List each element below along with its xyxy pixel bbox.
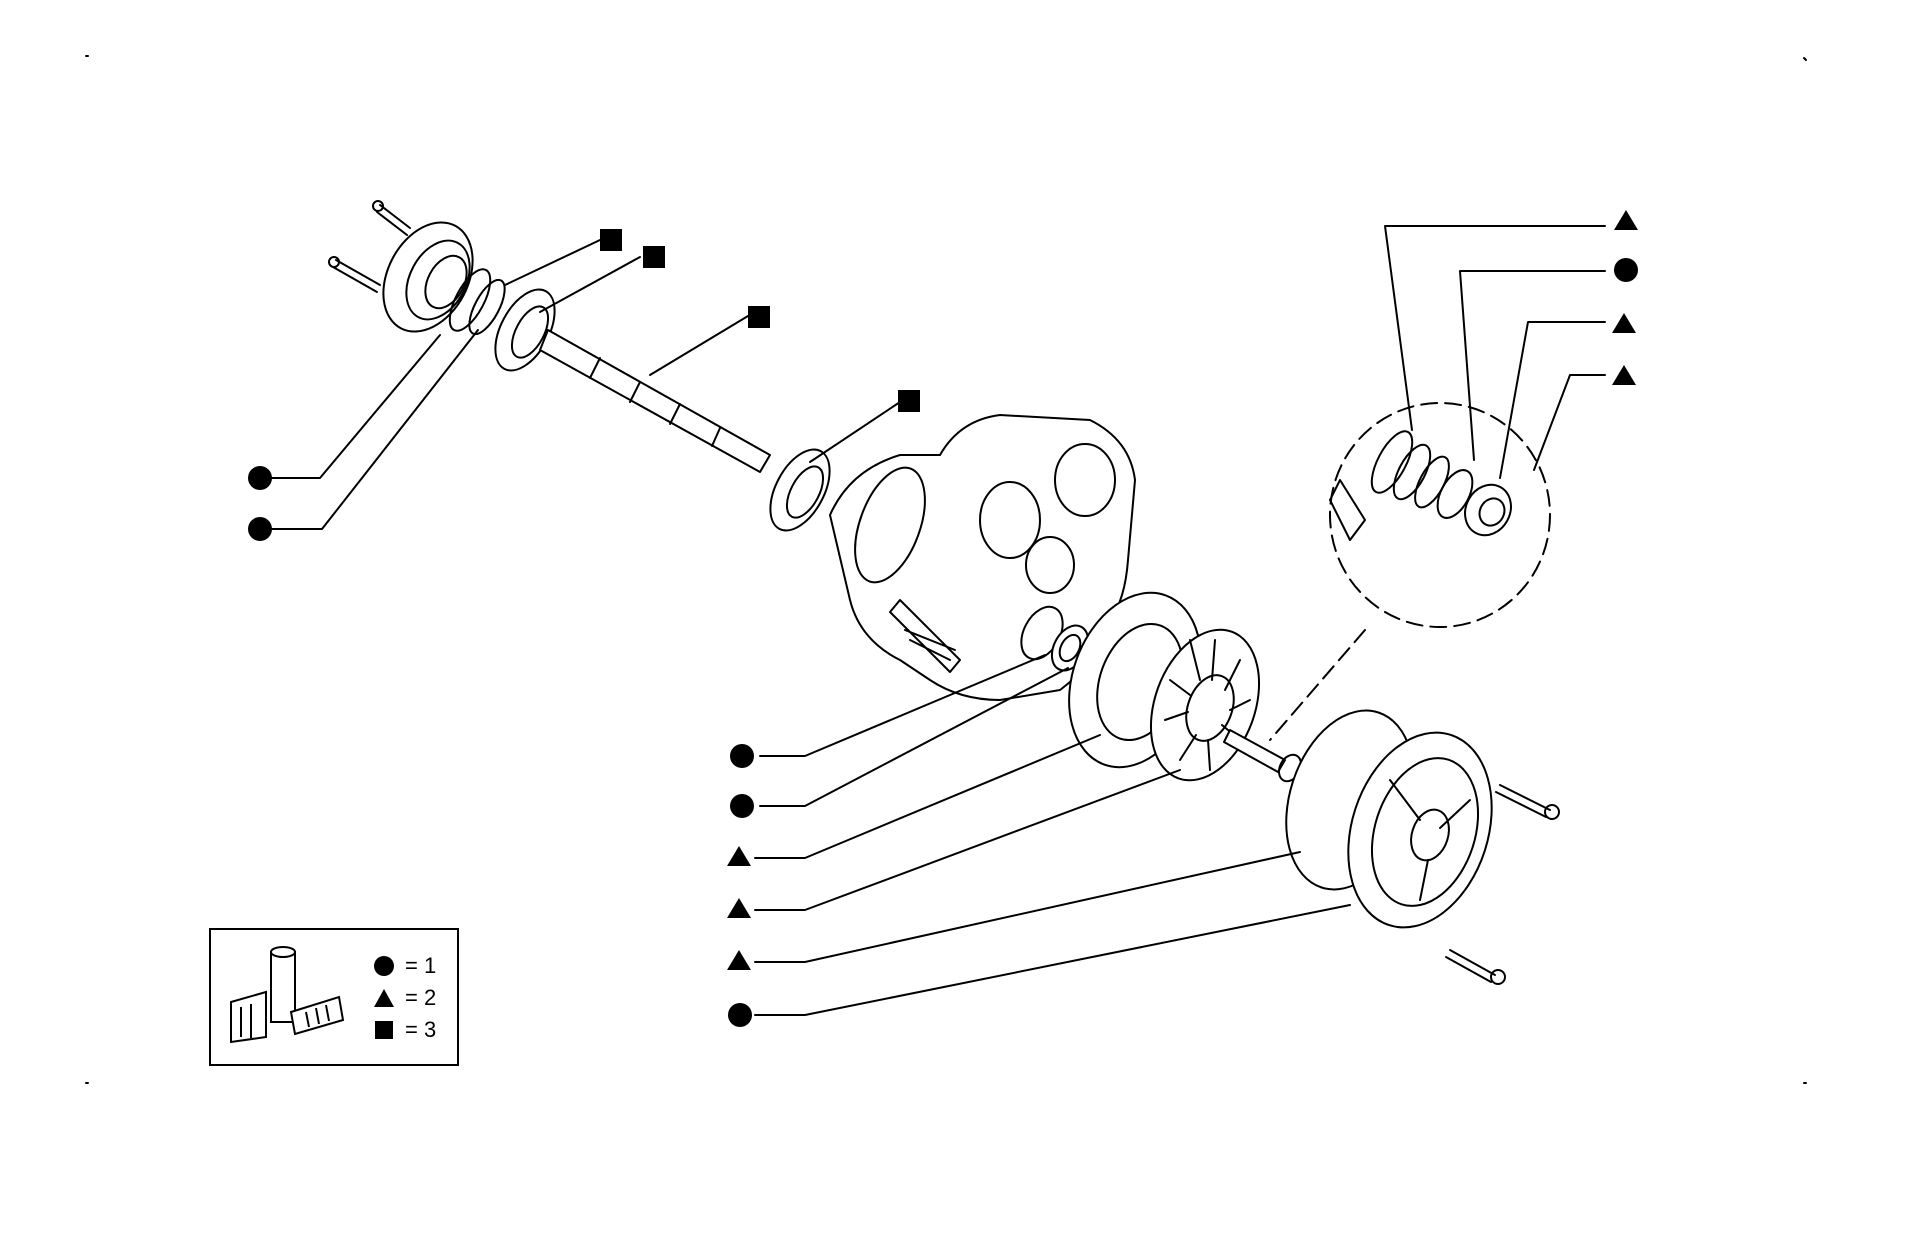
callout-square-2 — [643, 246, 665, 268]
front-bearing-part — [494, 288, 556, 372]
callout-triangle-1 — [727, 846, 751, 866]
callout-circle-1 — [248, 466, 272, 490]
callout-circle-6 — [1614, 258, 1638, 282]
rear-bearing-part — [769, 448, 831, 532]
crop-marks — [85, 55, 1807, 1084]
callout-circle-2 — [248, 517, 272, 541]
seal-rings — [448, 268, 506, 336]
callout-triangle-5 — [1612, 313, 1636, 333]
detail-magnifier — [1269, 402, 1551, 741]
impeller-part — [1149, 628, 1303, 783]
callout-square-3 — [748, 306, 770, 328]
legend-label: = 1 — [405, 953, 437, 978]
legend-item-square: = 3 — [373, 1017, 437, 1042]
callout-square-4 — [898, 390, 920, 412]
callout-circle-3 — [730, 744, 754, 768]
triangle-icon — [373, 987, 395, 1009]
leader-lines — [269, 225, 1606, 1016]
callout-triangle-4 — [1614, 210, 1638, 230]
callout-triangle-6 — [1612, 365, 1636, 385]
callout-triangle-2 — [727, 898, 751, 918]
callout-circle-4 — [730, 794, 754, 818]
callout-triangle-3 — [727, 950, 751, 970]
end-cover-part — [1285, 709, 1560, 985]
callout-circle-5 — [728, 1003, 752, 1027]
legend-item-circle: = 1 — [373, 953, 437, 978]
front-flange — [328, 200, 474, 333]
drive-shaft-part — [539, 329, 771, 473]
callout-square-1 — [600, 229, 622, 251]
legend-label: = 2 — [405, 985, 437, 1010]
legend-label: = 3 — [405, 1017, 437, 1042]
square-icon — [373, 1019, 395, 1041]
sealant-kit-icon — [230, 946, 345, 1044]
legend-item-triangle: = 2 — [373, 985, 437, 1010]
callout-symbols — [248, 210, 1638, 1027]
circle-icon — [373, 955, 395, 977]
legend-box: = 1 = 2 = 3 — [209, 928, 459, 1066]
